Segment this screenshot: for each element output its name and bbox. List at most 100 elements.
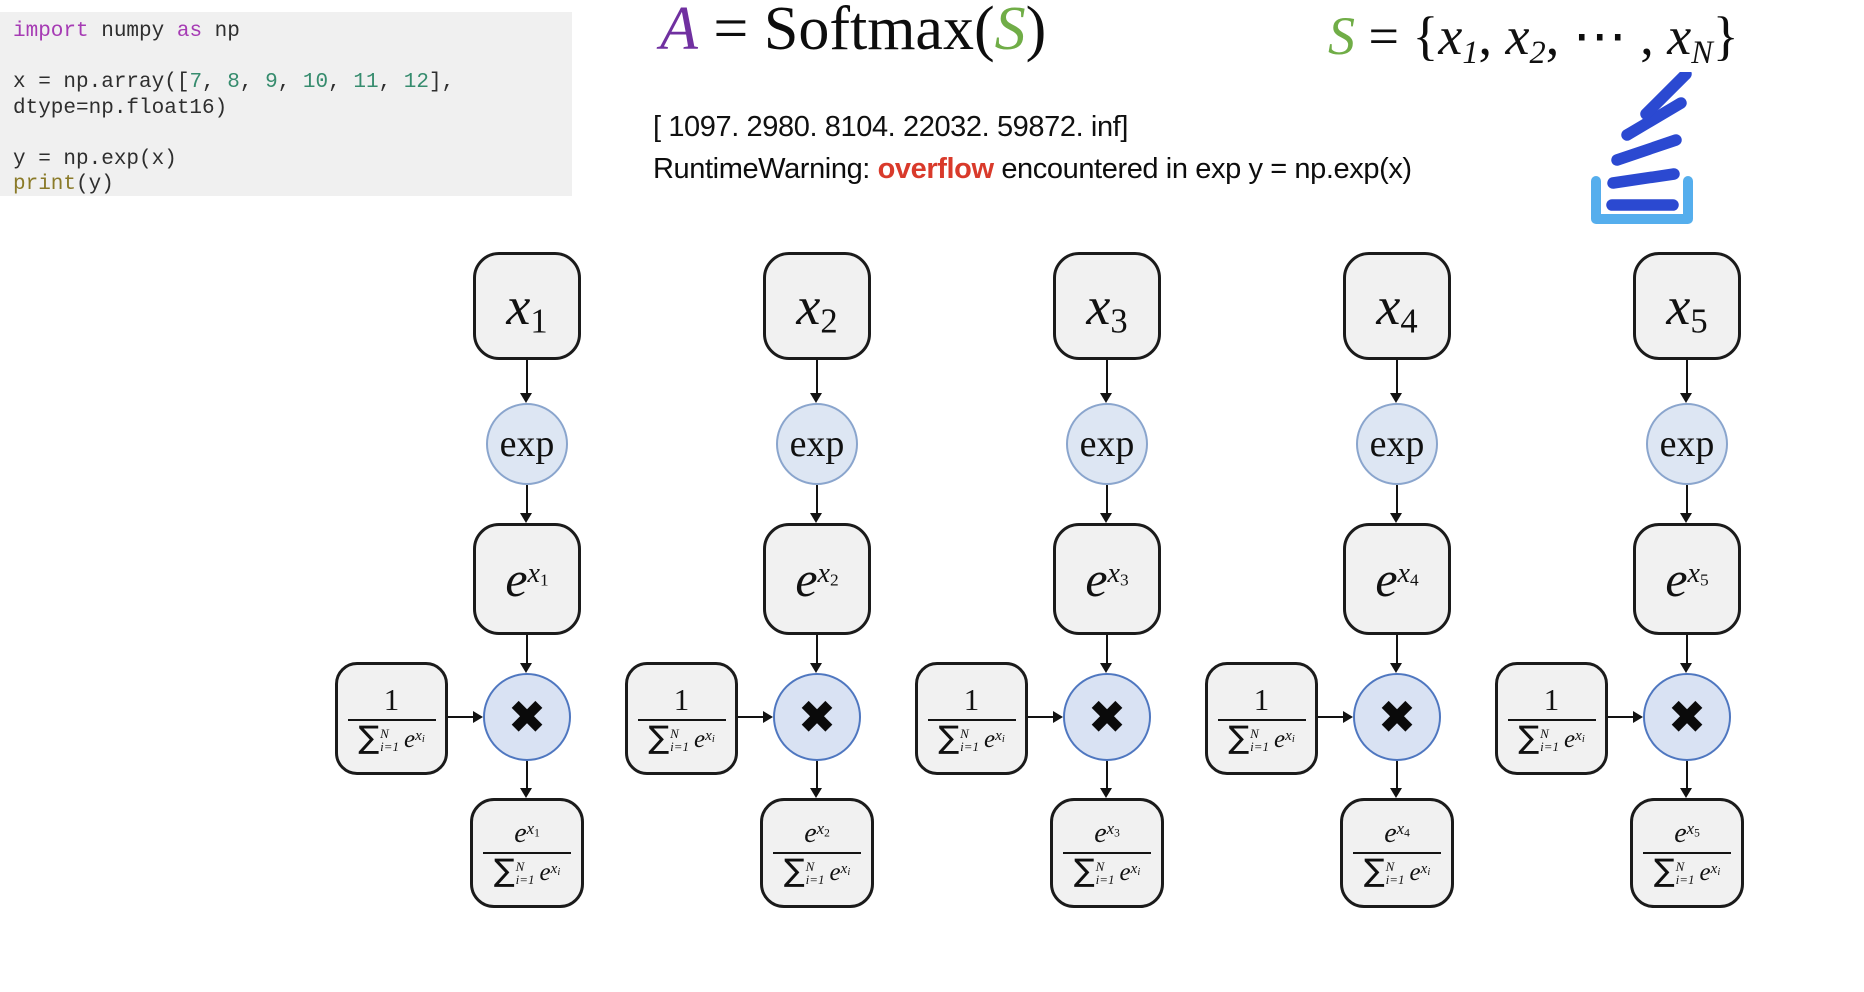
- exponential-label: ex3: [1085, 551, 1129, 607]
- input-label: x5: [1666, 276, 1708, 341]
- exponential-label: ex2: [795, 551, 839, 607]
- arrow-down-icon: [1100, 635, 1112, 673]
- arrow-down-icon: [1100, 485, 1112, 523]
- exponential-label: ex1: [505, 551, 549, 607]
- exponential-label: ex5: [1665, 551, 1709, 607]
- fraction-bar: [637, 718, 726, 722]
- exponential-node: ex3: [1053, 523, 1161, 635]
- input-node: x1: [473, 252, 581, 360]
- input-node: x2: [763, 252, 871, 360]
- arrow-down-icon: [1390, 761, 1402, 798]
- exp-label: exp: [499, 423, 555, 465]
- multiply-node: ✖: [773, 673, 861, 761]
- softmax-formula: A = Softmax(S): [660, 0, 1047, 63]
- exponential-node: ex5: [1633, 523, 1741, 635]
- code-snippet-panel: import numpy as np x = np.array([7, 8, 9…: [0, 12, 572, 196]
- exp-node: exp: [776, 403, 858, 485]
- multiply-node: ✖: [1643, 673, 1731, 761]
- arrow-down-icon: [1390, 485, 1402, 523]
- exp-label: exp: [1369, 423, 1425, 465]
- arrow-down-icon: [520, 635, 532, 673]
- arrow-down-icon: [1680, 635, 1692, 673]
- arrow-down-icon: [810, 360, 822, 403]
- exp-node: exp: [1646, 403, 1728, 485]
- multiply-icon: ✖: [507, 690, 547, 744]
- arrow-down-icon: [810, 485, 822, 523]
- overflow-icon-bars: [1606, 72, 1692, 211]
- code-line: dtype=np.float16): [13, 96, 228, 120]
- exponential-label: ex4: [1375, 551, 1419, 607]
- console-output-line2: RuntimeWarning: overflow encountered in …: [653, 153, 1412, 185]
- set-definition-formula: S = {x1, x2, ⋯ , xN}: [1328, 6, 1739, 72]
- exponential-node: ex2: [763, 523, 871, 635]
- exp-node: exp: [1066, 403, 1148, 485]
- multiply-icon: ✖: [1377, 690, 1417, 744]
- input-label: x1: [506, 276, 548, 341]
- exponential-node: ex1: [473, 523, 581, 635]
- fraction-bar: [773, 851, 861, 855]
- fraction-bar: [1217, 718, 1306, 722]
- exp-label: exp: [1079, 423, 1135, 465]
- exp-node: exp: [486, 403, 568, 485]
- exponential-node: ex4: [1343, 523, 1451, 635]
- fraction-bar: [1353, 851, 1441, 855]
- multiply-icon: ✖: [1667, 690, 1707, 744]
- code-line: import numpy as np: [13, 20, 240, 43]
- fraction-bar: [483, 851, 571, 855]
- arrow-down-icon: [1680, 360, 1692, 403]
- code-line: x = np.array([7, 8, 9, 10, 11, 12],: [13, 71, 455, 94]
- arrow-down-icon: [810, 761, 822, 798]
- arrow-down-icon: [1390, 635, 1402, 673]
- fraction-bar: [347, 718, 436, 722]
- arrow-down-icon: [1680, 485, 1692, 523]
- fraction-bar: [927, 718, 1016, 722]
- fraction-bar: [1063, 851, 1151, 855]
- multiply-node: ✖: [483, 673, 571, 761]
- multiply-icon: ✖: [1087, 690, 1127, 744]
- console-output-line1: [ 1097. 2980. 8104. 22032. 59872. inf]: [653, 111, 1128, 143]
- multiply-icon: ✖: [797, 690, 837, 744]
- input-label: x3: [1086, 276, 1128, 341]
- fraction-bar: [1507, 718, 1596, 722]
- code-line: y = np.exp(x): [13, 147, 177, 171]
- arrow-right-icon: [1318, 710, 1353, 723]
- arrow-down-icon: [1680, 761, 1692, 798]
- arrow-down-icon: [520, 761, 532, 798]
- arrow-down-icon: [520, 485, 532, 523]
- overflow-icon: [1591, 72, 1693, 224]
- multiply-node: ✖: [1353, 673, 1441, 761]
- arrow-down-icon: [1100, 360, 1112, 403]
- arrow-down-icon: [1390, 360, 1402, 403]
- arrow-right-icon: [1028, 710, 1063, 723]
- overflow-icon-tray: [1591, 176, 1693, 224]
- exp-label: exp: [1659, 423, 1715, 465]
- input-label: x4: [1376, 276, 1418, 341]
- arrow-down-icon: [520, 360, 532, 403]
